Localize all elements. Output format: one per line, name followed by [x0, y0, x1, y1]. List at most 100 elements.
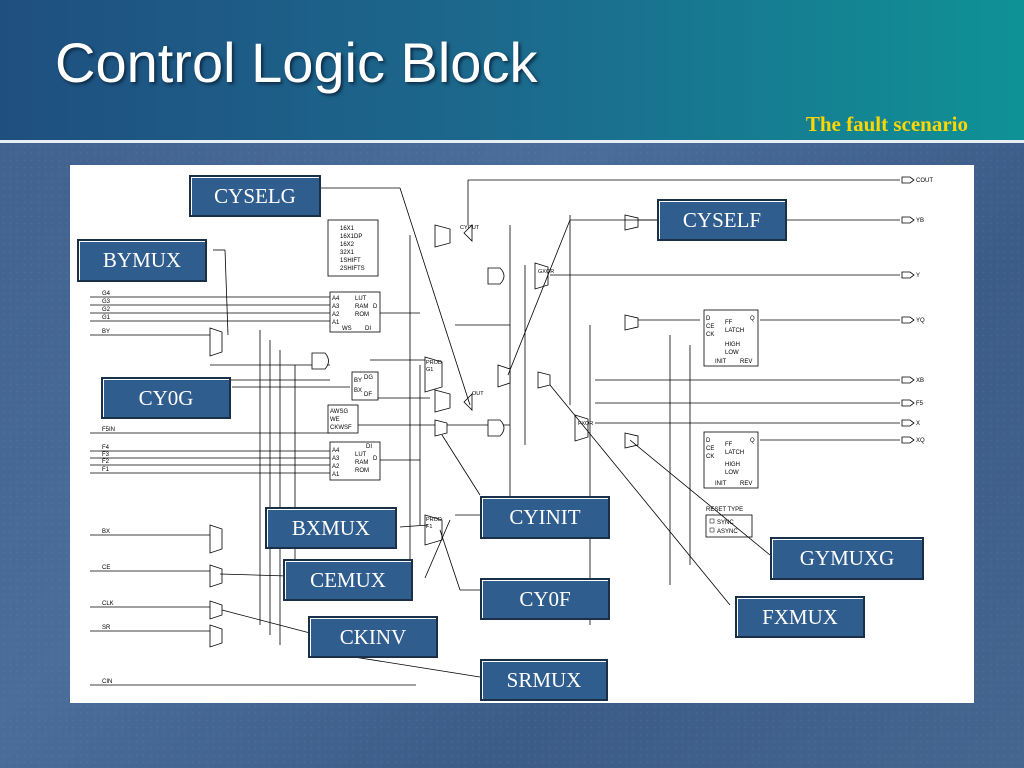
input-sr: SR: [102, 625, 111, 631]
lut-g-ws: WS: [342, 326, 352, 332]
input-f5in: F5IN: [102, 427, 115, 433]
ff-bot-ce: CE: [706, 446, 714, 452]
lut-g-mode-2: ROM: [355, 312, 369, 318]
callout-gymuxg: GYMUXG: [770, 537, 924, 580]
lut-g-a4: A4: [332, 296, 340, 302]
input-by: BY: [102, 329, 110, 335]
input-ce: CE: [102, 565, 110, 571]
input-f4: F4: [102, 445, 110, 451]
ff-bot-d: D: [706, 438, 711, 444]
output-y: Y: [916, 273, 920, 279]
output-cout: COUT: [916, 178, 933, 184]
reset-async: ASYNC: [717, 529, 738, 535]
mux-label-gxor: GXOR: [538, 269, 554, 275]
mux-label-f1: F1: [426, 524, 432, 530]
output-ports: [901, 176, 915, 444]
wr-we: WE: [330, 417, 340, 423]
callout-ckinv: CKINV: [308, 616, 438, 658]
callout-leaders: [213, 187, 771, 678]
ff-bot-mode-0: FF: [725, 442, 733, 448]
input-g2: G2: [102, 307, 111, 313]
lut-f-di: DI: [366, 444, 372, 450]
wr-by: BY: [354, 378, 362, 384]
header-divider: [0, 140, 1024, 143]
ff-top-mode-0: FF: [725, 320, 733, 326]
mux-label-g1: G1: [426, 367, 433, 373]
lut-f-mode-1: RAM: [355, 460, 368, 466]
ff-top-q: Q: [750, 316, 755, 322]
lut-f-a2: A2: [332, 464, 340, 470]
lut-g-a3: A3: [332, 304, 340, 310]
lut-g-mode-1: RAM: [355, 304, 368, 310]
mux-label-prod-g: PROD: [426, 360, 442, 366]
lut-f-a1: A1: [332, 472, 340, 478]
reset-type-box: RESET TYPE SYNC ASYNC: [705, 507, 753, 538]
ff-top-ck: CK: [706, 332, 714, 338]
mux-shapes: [209, 214, 639, 648]
logic-gates: [311, 224, 505, 437]
callout-bymux: BYMUX: [77, 239, 207, 282]
wr-bx: BX: [354, 388, 362, 394]
flipflop-bottom: D CE CK Q INIT REV FF LATCH HIGH LOW: [703, 431, 759, 489]
lut-opt-4: 1SHIFT: [340, 258, 361, 264]
ff-bot-init: INIT: [715, 481, 727, 487]
ff-top-d: D: [706, 316, 711, 322]
input-clk: CLK: [102, 601, 114, 607]
ff-top-mode-1: LATCH: [725, 328, 744, 334]
ff-bot-mode-2: HIGH: [725, 462, 740, 468]
mux-label-fxor: FXOR: [578, 421, 593, 427]
ff-top-mode-3: LOW: [725, 350, 739, 356]
lut-g-di: DI: [365, 326, 371, 332]
ff-top-rev: REV: [740, 359, 752, 365]
reset-sync: SYNC: [717, 520, 734, 526]
write-block: BY BX DG DF AWSG WE CKWSF: [327, 371, 379, 434]
slide-subtitle: The fault scenario: [805, 112, 968, 136]
lut-f-mode-2: ROM: [355, 468, 369, 474]
input-f3: F3: [102, 452, 110, 458]
callout-cy0f: CY0F: [480, 578, 610, 620]
callout-cyself: CYSELF: [657, 199, 787, 241]
input-bx: BX: [102, 529, 110, 535]
input-g1: G1: [102, 315, 111, 321]
lut-options-box: 16X1 16X1DP 16X2 32X1 1SHIFT 2SHIFTS: [327, 219, 379, 277]
input-f1: F1: [102, 467, 110, 473]
output-yq: YQ: [916, 318, 925, 324]
output-x: X: [916, 421, 920, 427]
lut-f-a4: A4: [332, 448, 340, 454]
callout-bxmux: BXMUX: [265, 507, 397, 549]
lut-opt-1: 16X1DP: [340, 234, 362, 240]
lut-g-d: D: [373, 304, 378, 310]
ff-bot-q: Q: [750, 438, 755, 444]
lut-f-mode-0: LUT: [355, 452, 367, 458]
ff-top-init: INIT: [715, 359, 727, 365]
callout-fxmux: FXMUX: [735, 596, 865, 638]
lut-opt-3: 32X1: [340, 250, 355, 256]
lut-f-d: D: [373, 456, 378, 462]
callout-srmux: SRMUX: [480, 659, 608, 701]
ff-bot-rev: REV: [740, 481, 752, 487]
input-g3: G3: [102, 299, 111, 305]
mux-label-out: OUT: [472, 391, 484, 397]
wr-awsg: AWSG: [330, 409, 348, 415]
lut-g-mode-0: LUT: [355, 296, 367, 302]
ff-top-ce: CE: [706, 324, 714, 330]
ff-top-mode-2: HIGH: [725, 342, 740, 348]
lut-g-a2: A2: [332, 312, 340, 318]
output-xb: XB: [916, 378, 924, 384]
ff-bot-mode-3: LOW: [725, 470, 739, 476]
slide-title: Control Logic Block: [55, 31, 538, 94]
lut-f-block: A4 A3 A2 A1 DI D LUT RAM ROM: [329, 441, 381, 481]
reset-type-title: RESET TYPE: [706, 507, 743, 513]
slide-header: [0, 0, 1024, 140]
lut-opt-5: 2SHIFTS: [340, 266, 365, 272]
flipflop-top: D CE CK Q INIT REV FF LATCH HIGH LOW: [703, 309, 759, 367]
wr-dg: DG: [364, 375, 373, 381]
output-f5: F5: [916, 401, 924, 407]
lut-f-a3: A3: [332, 456, 340, 462]
wr-ckwsf: CKWSF: [330, 425, 352, 431]
lut-g-block: A4 A3 A2 A1 WS DI D LUT RAM ROM: [329, 291, 381, 333]
input-g4: G4: [102, 291, 111, 297]
callout-cyinit: CYINIT: [480, 496, 610, 539]
callout-cemux: CEMUX: [283, 559, 413, 601]
lut-opt-2: 16X2: [340, 242, 355, 248]
